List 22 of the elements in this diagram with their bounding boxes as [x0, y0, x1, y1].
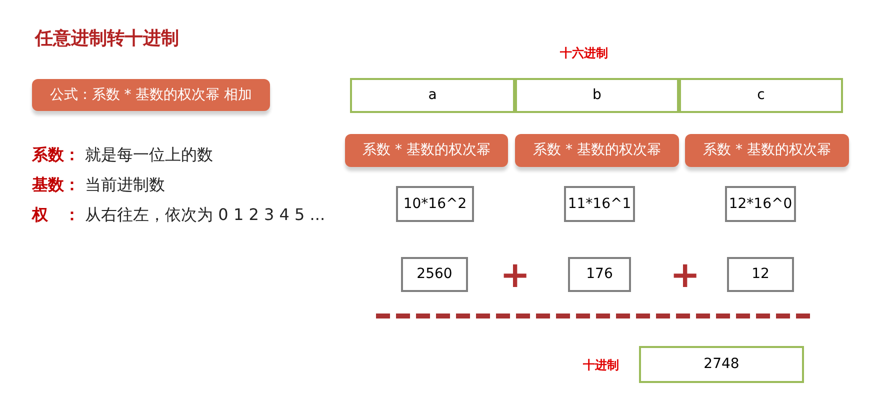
digit-cell: c: [679, 78, 843, 113]
definition-text: 权 ： 从右往左，依次为 0 1 2 3 4 5 ...: [32, 204, 326, 226]
formula-box: 公式：系数 * 基数的权次幂 相加: [32, 79, 270, 111]
digit-cell: a: [350, 78, 515, 113]
result-box: 2748: [639, 346, 804, 383]
formula-box: 系数 * 基数的权次幂: [515, 134, 679, 167]
definition-text: 系数： 就是每一位上的数: [32, 144, 214, 166]
value-box: 12*16^0: [725, 186, 796, 222]
value-box: 12: [727, 257, 794, 292]
formula-box: 系数 * 基数的权次幂: [345, 134, 508, 167]
digit-cell: b: [515, 78, 679, 113]
value-box: 11*16^1: [564, 186, 635, 222]
definition-text: 基数： 当前进制数: [32, 174, 166, 196]
value-box: 176: [568, 257, 631, 292]
formula-box: 系数 * 基数的权次幂: [685, 134, 849, 167]
value-box: 2560: [401, 257, 468, 292]
plus-sign: +: [500, 258, 530, 294]
title: 任意进制转十进制: [35, 27, 179, 51]
node-caption: 十进制: [583, 356, 619, 374]
value-box: 10*16^2: [396, 186, 474, 222]
plus-sign: +: [670, 258, 700, 294]
heading-label: 十六进制: [560, 45, 608, 62]
